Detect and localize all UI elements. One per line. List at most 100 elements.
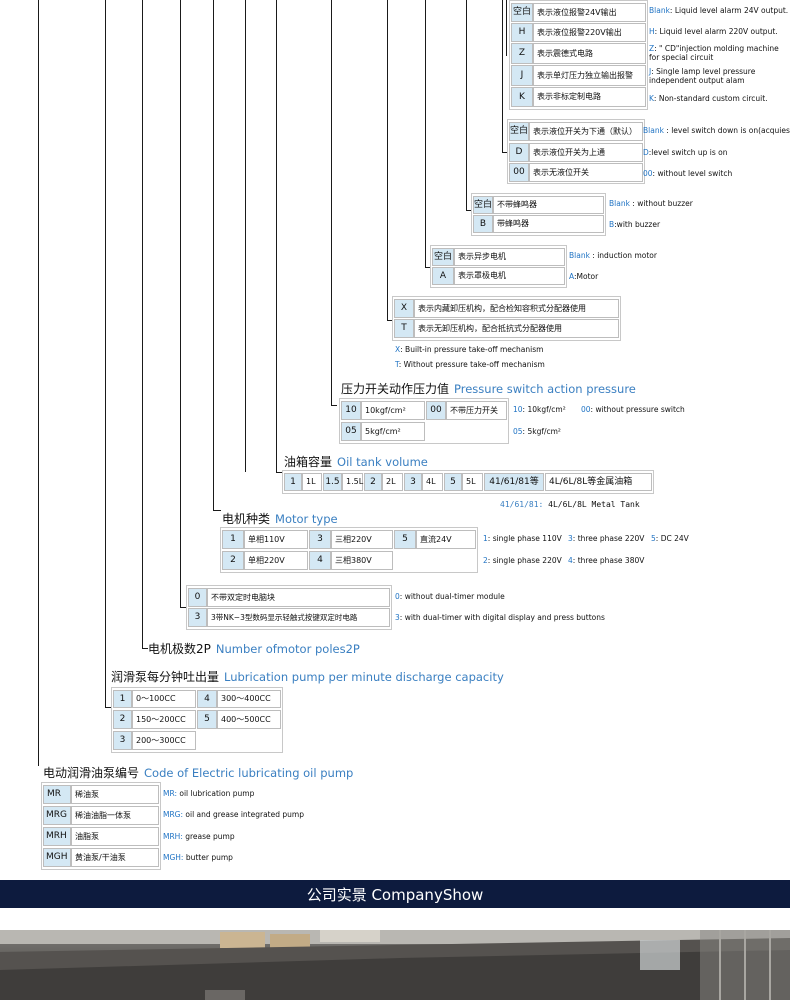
- motor-en-1: 1: single phase 110V: [483, 534, 562, 543]
- motortype-code-1: A: [432, 267, 454, 285]
- pressure-en-05: 05: 5kgf/cm²: [513, 427, 561, 436]
- pressure-label-00: 不带压力开关: [446, 401, 507, 420]
- motor-label-4: 三相380V: [331, 551, 393, 570]
- code-code-mr: MR: [43, 785, 71, 804]
- tree-tick-unload: [387, 320, 393, 321]
- unload-en-1: T: Without pressure take-off mechanism: [395, 360, 545, 369]
- tree-line-unload: [387, 0, 388, 320]
- tank-code-metal: 41/61/81等: [484, 473, 544, 491]
- buzzer-en-1: B:with buzzer: [609, 220, 661, 229]
- timer-en-0: 0: without dual-timer module: [395, 592, 505, 601]
- tree-line-motortype: [425, 0, 426, 267]
- motor-label-1: 单相110V: [244, 530, 308, 549]
- alarm-code-1: H: [511, 23, 533, 42]
- tank-code-3: 3: [404, 473, 422, 491]
- pressure-label-10: 10kgf/cm²: [361, 401, 425, 420]
- tree-tick-switch: [502, 152, 508, 153]
- company-photo: [0, 930, 790, 1000]
- switch-label-2: 表示无液位开关: [529, 163, 643, 182]
- motortype-code-0: 空白: [432, 248, 454, 266]
- buzzer-en-0: Blank : without buzzer: [609, 199, 693, 208]
- discharge-code-2: 2: [113, 710, 132, 729]
- tree-line-alarm: [506, 0, 507, 56]
- tree-tick-poles: [142, 648, 148, 649]
- code-en-mr: MR: oil lubrication pump: [163, 789, 255, 798]
- tree-line-poles: [142, 0, 143, 648]
- company-banner: [0, 880, 790, 908]
- alarm-label-2: 表示震德式电路: [533, 43, 646, 64]
- switch-en-0: Blank : level switch down is on(acquiesc…: [643, 126, 790, 135]
- alarm-label-1: 表示液位报警220V输出: [533, 23, 646, 42]
- timer-label-3: 3带NK−3型数码显示轻触式按键双定时电路: [207, 608, 390, 627]
- switch-en-2: 00: without level switch: [643, 169, 733, 178]
- timer-en-3: 3: with dual-timer with digital display …: [395, 613, 605, 622]
- tank-label-3: 4L: [422, 473, 443, 491]
- alarm-label-4: 表示非标定制电路: [533, 87, 646, 107]
- code-en-mrh: MRH: grease pump: [163, 832, 235, 841]
- motor-code-1: 1: [222, 530, 244, 549]
- code-label-mrg: 稀油油脂一体泵: [71, 806, 159, 825]
- tree-tick-motortype: [425, 267, 431, 268]
- code-code-mrg: MRG: [43, 806, 71, 825]
- switch-label-0: 表示液位开关为下通（默认）: [529, 122, 643, 141]
- switch-code-1: D: [509, 143, 529, 162]
- alarm-code-4: K: [511, 87, 533, 107]
- pressure-en-10: 10: 10kgf/cm²: [513, 405, 566, 414]
- discharge-label-3: 200～300CC: [132, 731, 196, 750]
- company-banner-title: 公司实景 CompanyShow: [306, 885, 484, 904]
- tree-line-tank-a: [245, 0, 246, 472]
- discharge-code-1: 1: [113, 690, 132, 708]
- unload-label-1: 表示无卸压机构，配合抵抗式分配器使用: [414, 319, 619, 338]
- unload-en-0: X: Built-in pressure take-off mechanism: [395, 345, 544, 354]
- code-en-mgh: MGH: butter pump: [163, 853, 233, 862]
- alarm-en-4: K: Non-standard custom circuit.: [649, 94, 768, 103]
- motor-label-2: 单相220V: [244, 551, 308, 570]
- tank-label-metal: 4L/6L/8L等金属油箱: [545, 473, 652, 491]
- pressure-code-05: 05: [341, 422, 361, 441]
- alarm-code-2: Z: [511, 43, 533, 64]
- discharge-label-4: 300～400CC: [217, 690, 281, 708]
- motor-en-2: 2: single phase 220V: [483, 556, 562, 565]
- alarm-code-3: J: [511, 65, 533, 86]
- switch-en-1: D:level switch up is on: [643, 148, 728, 157]
- discharge-label-5: 400～500CC: [217, 710, 281, 729]
- switch-label-1: 表示液位开关为上通: [529, 143, 643, 162]
- switch-code-2: 00: [509, 163, 529, 182]
- alarm-en-0: Blank: Liquid level alarm 24V output.: [649, 6, 789, 15]
- alarm-label-3: 表示单灯压力独立输出报警: [533, 65, 646, 86]
- motor-code-2: 2: [222, 551, 244, 570]
- motor-code-3: 3: [309, 530, 331, 549]
- tank-label-5: 5L: [462, 473, 483, 491]
- unload-code-0: X: [394, 299, 414, 318]
- discharge-label-1: 0～100CC: [132, 690, 196, 708]
- factory-photo-graphic: [0, 930, 790, 1000]
- tank-label-1-5: 1.5L: [342, 473, 363, 491]
- tree-line-pressure: [331, 0, 332, 405]
- code-code-mgh: MGH: [43, 848, 71, 867]
- motor-code-4: 4: [309, 551, 331, 570]
- tank-label-1: 1L: [302, 473, 322, 491]
- tree-line-motor: [213, 0, 214, 510]
- alarm-en-1: H: Liquid level alarm 220V output.: [649, 27, 778, 36]
- motortype-label-0: 表示异步电机: [454, 248, 565, 266]
- tree-tick-discharge: [105, 707, 113, 708]
- motor-label-5: 直流24V: [416, 530, 476, 549]
- pressure-code-00: 00: [426, 401, 446, 420]
- buzzer-code-0: 空白: [473, 196, 493, 214]
- tree-tick-pressure: [331, 405, 337, 406]
- discharge-label-2: 150～200CC: [132, 710, 196, 729]
- buzzer-code-1: B: [473, 215, 493, 233]
- timer-code-3: 3: [188, 608, 207, 627]
- alarm-label-0: 表示液位报警24V输出: [533, 3, 646, 22]
- code-label-mrh: 油脂泵: [71, 827, 159, 846]
- tree-line-tank: [276, 0, 277, 472]
- motor-en-4: 4: three phase 380V: [568, 556, 645, 565]
- tank-code-2: 2: [364, 473, 382, 491]
- tree-tick-buzzer: [466, 210, 472, 211]
- motor-code-5: 5: [394, 530, 416, 549]
- tree-tick-timer: [180, 607, 188, 608]
